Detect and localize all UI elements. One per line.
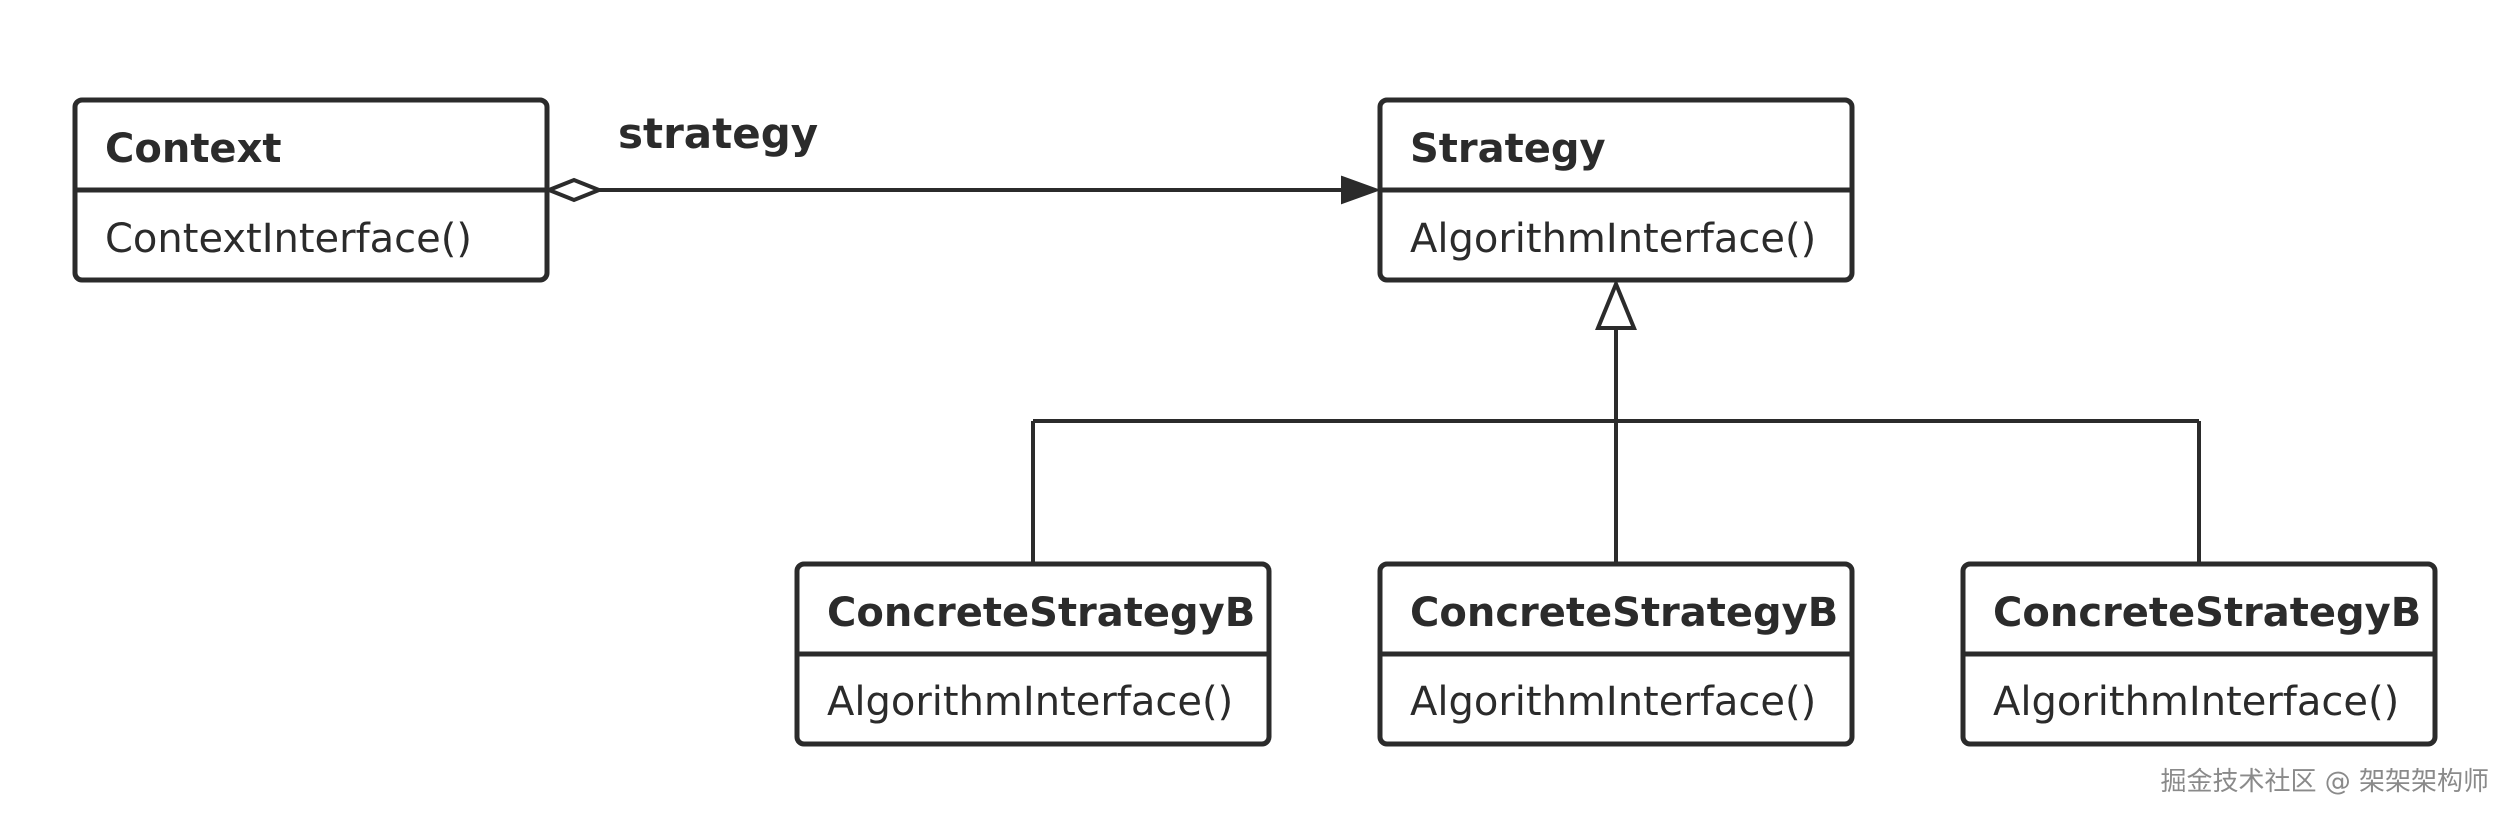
association-arrowhead-icon — [1341, 175, 1381, 205]
class-context-name: Context — [105, 126, 281, 172]
class-concrete-strategy-3-method: AlgorithmInterface() — [1993, 679, 2399, 725]
class-concrete-strategy-1-method: AlgorithmInterface() — [827, 679, 1233, 725]
class-concrete-strategy-3[interactable]: ConcreteStrategyB AlgorithmInterface() — [1960, 561, 2438, 747]
class-concrete-strategy-2-name: ConcreteStrategyB — [1410, 590, 1838, 636]
class-concrete-strategy-3-name: ConcreteStrategyB — [1993, 590, 2421, 636]
association-role-label: strategy — [618, 109, 818, 158]
class-strategy-name: Strategy — [1410, 126, 1606, 172]
class-concrete-strategy-2-method: AlgorithmInterface() — [1410, 679, 1816, 725]
generalization-tree — [1031, 278, 2201, 563]
class-context[interactable]: Context ContextInterface() — [72, 97, 550, 283]
inheritance-triangle-icon — [1595, 278, 1637, 330]
class-concrete-strategy-1[interactable]: ConcreteStrategyB AlgorithmInterface() — [794, 561, 1272, 747]
class-concrete-strategy-1-name: ConcreteStrategyB — [827, 590, 1255, 636]
watermark-text: 掘金技术社区 @ 架架架构师 — [2160, 767, 2489, 797]
aggregation-diamond-icon — [543, 177, 605, 203]
class-strategy-method: AlgorithmInterface() — [1410, 216, 1816, 262]
class-concrete-strategy-2[interactable]: ConcreteStrategyB AlgorithmInterface() — [1377, 561, 1855, 747]
class-strategy[interactable]: Strategy AlgorithmInterface() — [1377, 97, 1855, 283]
class-context-method: ContextInterface() — [105, 216, 472, 262]
aggregation-association: strategy — [543, 109, 1381, 205]
